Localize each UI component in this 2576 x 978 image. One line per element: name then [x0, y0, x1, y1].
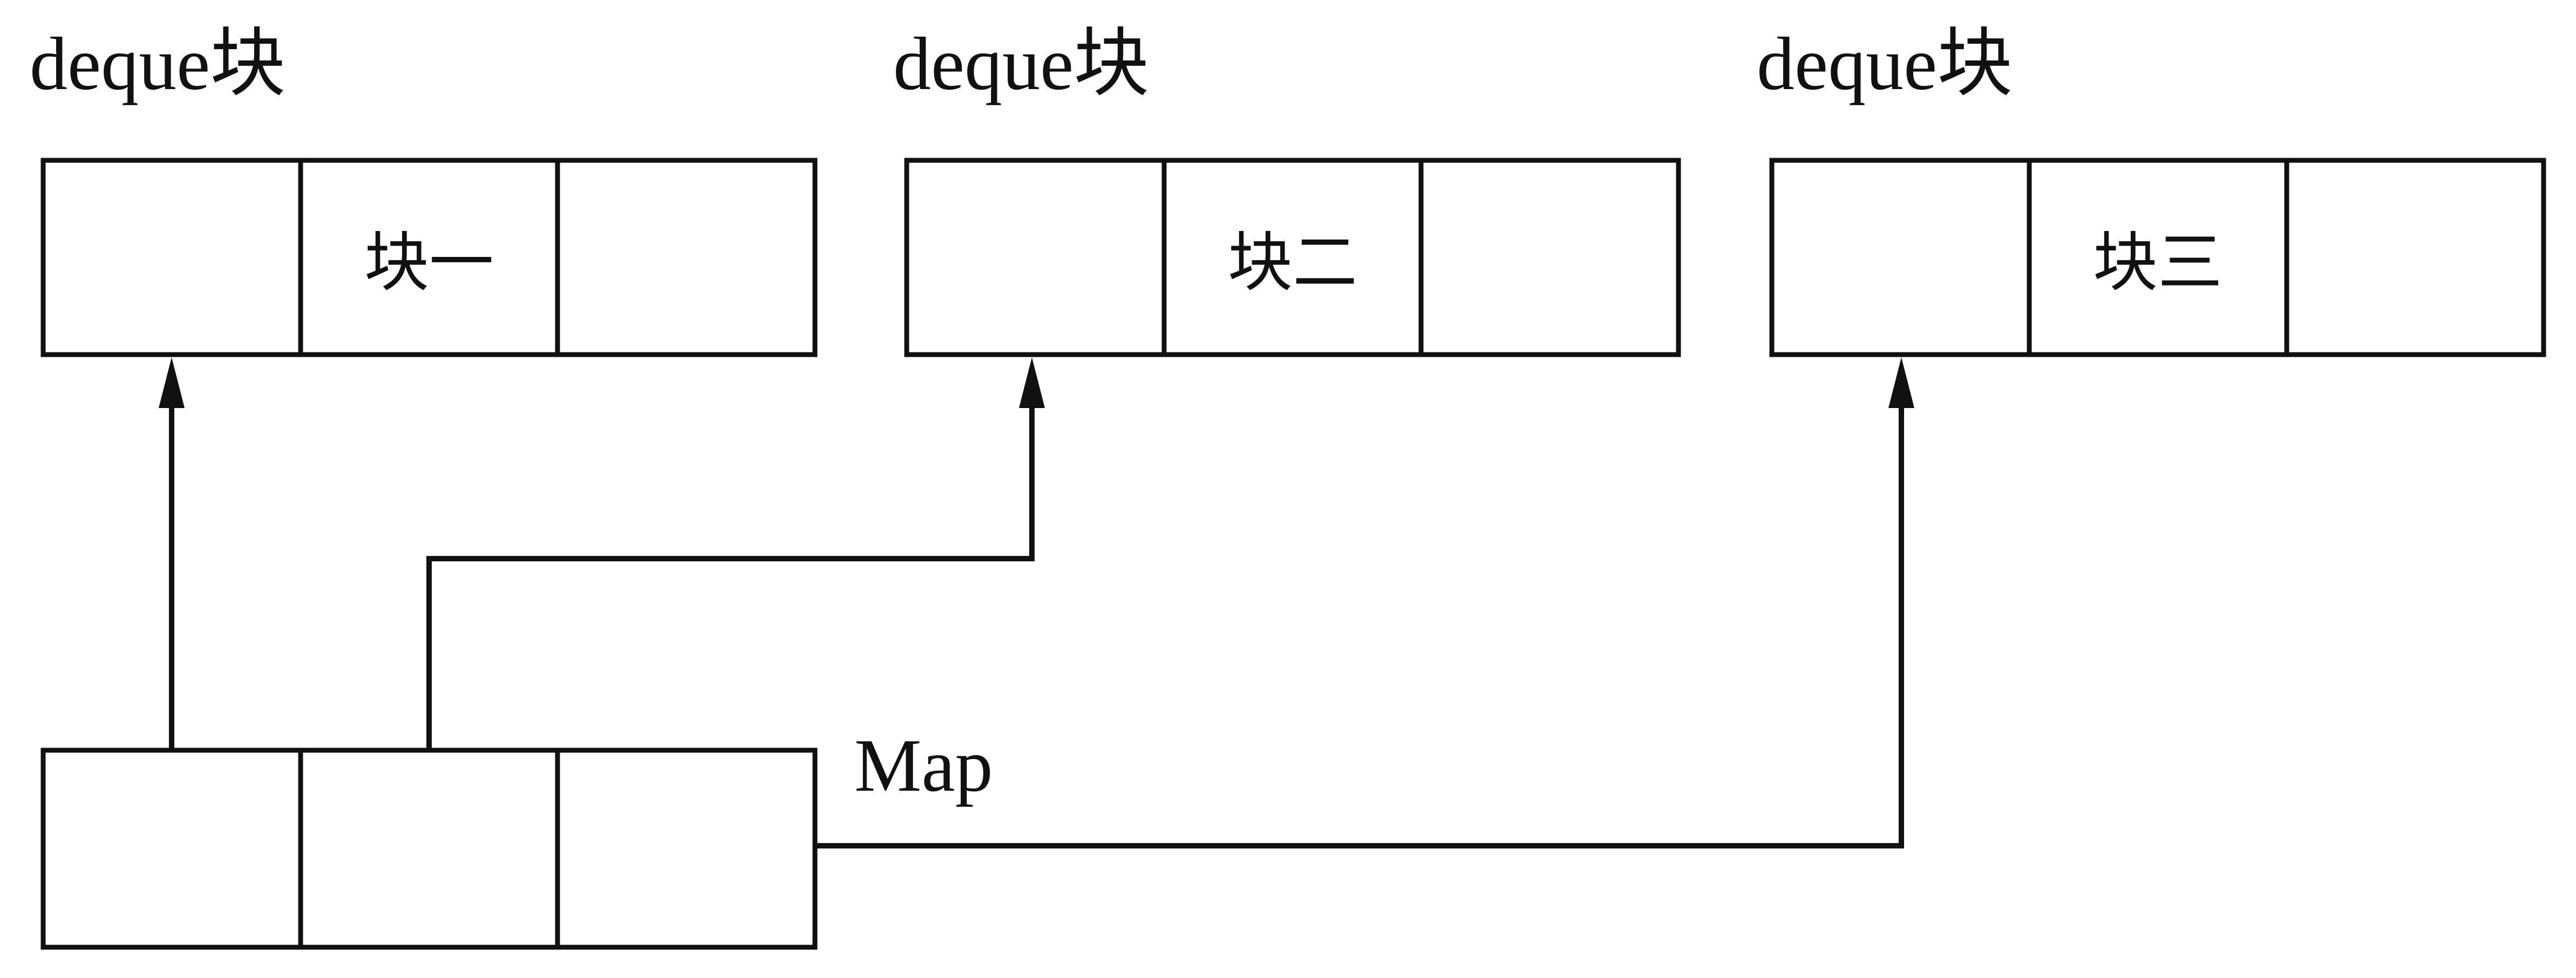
deque-block-2-cell-2: 块二 [1228, 226, 1357, 301]
deque-block-2: deque块 块二 [893, 22, 1681, 357]
deque-block-2-label: deque块 [893, 22, 1149, 106]
link-map-cell-3-to-block-3 [815, 399, 1904, 848]
arrowhead-block-3 [1888, 357, 1914, 408]
deque-block-3: deque块 块三 [1757, 22, 2546, 357]
pointer-links [159, 357, 1914, 848]
deque-block-3-label: deque块 [1757, 22, 2013, 106]
deque-block-1-frame [40, 158, 818, 357]
map-frame [40, 748, 818, 950]
deque-block-3-cell-2: 块三 [2093, 226, 2222, 301]
arrowhead-block-1 [159, 357, 185, 408]
map-array: Map [40, 724, 993, 950]
map-label: Map [854, 724, 993, 807]
arrowhead-block-2 [1019, 357, 1045, 408]
deque-block-1-cell-2: 块一 [364, 226, 494, 301]
deque-block-1-label: deque块 [30, 22, 286, 106]
link-map-cell-2-to-block-2 [426, 399, 1035, 750]
deque-block-1: deque块 块一 [30, 22, 818, 357]
deque-block-3-frame [1769, 158, 2546, 357]
deque-block-2-frame [904, 158, 1681, 357]
